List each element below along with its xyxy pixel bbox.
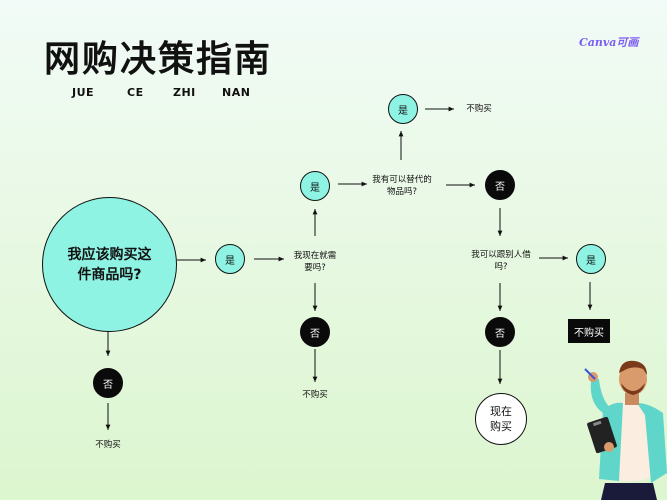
- dont-buy-label-2: 不购买: [302, 390, 328, 400]
- start-question-node: 我应该购买这件商品吗?: [42, 197, 177, 332]
- yes-node-2: 是: [300, 171, 330, 201]
- dont-buy-label-1: 不购买: [95, 440, 121, 450]
- pinyin-zhi: ZHI: [173, 86, 196, 99]
- buy-now-node: 现在购买: [475, 393, 527, 445]
- no-node-need-now: 否: [300, 317, 330, 347]
- yes-node-4: 是: [576, 244, 606, 274]
- start-question-text: 我应该购买这件商品吗?: [67, 246, 152, 283]
- dont-buy-label-3: 不购买: [466, 104, 492, 114]
- no-node-start: 否: [93, 368, 123, 398]
- no-node-borrow: 否: [485, 317, 515, 347]
- yes-node-3: 是: [388, 94, 418, 124]
- question-borrow: 我可以跟别人借吗?: [471, 250, 531, 272]
- canva-logo: Canva可画: [579, 36, 639, 49]
- dont-buy-box: 不购买: [568, 319, 610, 343]
- person-with-clipboard-illustration: [584, 360, 667, 500]
- pinyin-nan: NAN: [222, 86, 251, 99]
- pinyin-ce: CE: [127, 86, 144, 99]
- yes-node-1: 是: [215, 244, 245, 274]
- pinyin-jue: JUE: [72, 86, 95, 99]
- no-node-substitute: 否: [485, 170, 515, 200]
- question-substitute: 我有可以替代的物品吗?: [372, 175, 432, 197]
- buy-now-text: 现在购买: [490, 405, 512, 433]
- page-title: 网购决策指南: [44, 39, 273, 80]
- question-need-now: 我现在就需要吗?: [293, 251, 337, 273]
